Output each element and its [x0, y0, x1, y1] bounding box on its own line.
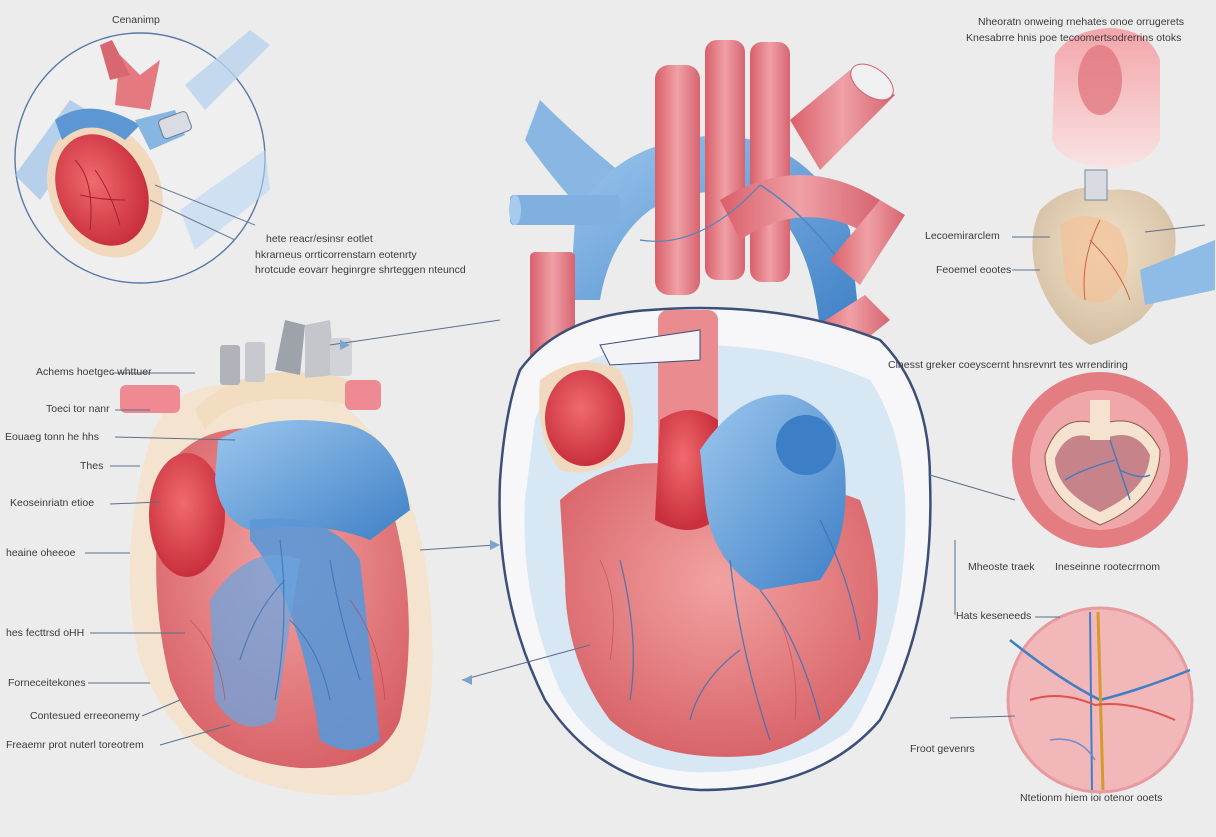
left-heart-illustration	[120, 320, 433, 796]
inset-top-left-title: Cenanimp	[112, 14, 160, 26]
left-label-10: Freaemr prot nuterl toreotrem	[6, 739, 144, 751]
left-label-7: hes fecttrsd oHH	[6, 627, 85, 639]
right-label-6: Froot gevenrs	[910, 743, 975, 755]
left-label-5: Keoseinriatn etioe	[10, 497, 95, 509]
top-right-heading-1: Nheoratn onweing rnehates onoe orrugeret…	[978, 16, 1185, 28]
left-label-8: Forneceitekones	[8, 677, 86, 689]
right-mid-heading: Clnesst greker coeyscernt hnsrevnrt tes …	[888, 359, 1128, 371]
right-middle-inset	[1012, 372, 1188, 548]
left-label-9: Contesued erreeonemy	[30, 710, 140, 722]
top-right-tube-illustration	[1052, 28, 1160, 168]
left-label-2: Toeci tor nanr	[46, 403, 110, 415]
left-label-6: heaine oheeoe	[6, 547, 76, 559]
top-right-heading-2: Knesabrre hnis poe tecoomertsodrerrins o…	[966, 32, 1182, 44]
left-label-4: Thes	[80, 460, 104, 472]
inset-top-left-caption-1: hete reacr/esinsr eotlet	[266, 233, 373, 245]
right-bottom-inset	[1006, 606, 1194, 794]
right-label-5: Hats keseneeds	[956, 610, 1032, 622]
leader-lines	[85, 224, 1206, 746]
right-bottom-caption: Ntetionm hiem ioi otenor ooets	[1020, 792, 1163, 804]
center-heart-veins	[619, 519, 861, 741]
left-heart-veins	[239, 539, 361, 701]
top-right-pale-heart	[1032, 169, 1215, 345]
right-label-3: Mheoste traek	[968, 561, 1035, 573]
inset-top-left-caption-2: hkrarneus orrticorrenstarn eotenrty	[255, 249, 417, 261]
inset-top-left-caption-3: hrotcude eovarr heginrgre shrteggen nteu…	[255, 264, 466, 276]
left-label-1: Achems hoetgec whttuer	[36, 366, 152, 378]
center-heart-illustration	[498, 40, 932, 792]
right-label-2: Feoemel eootes	[936, 264, 1012, 276]
right-label-1: Lecoemirarclem	[925, 230, 1000, 242]
top-left-inset	[14, 30, 270, 284]
left-label-3: Eouaeg tonn he hhs	[5, 431, 99, 443]
right-label-4: Ineseinne rootecrrnom	[1055, 561, 1161, 573]
